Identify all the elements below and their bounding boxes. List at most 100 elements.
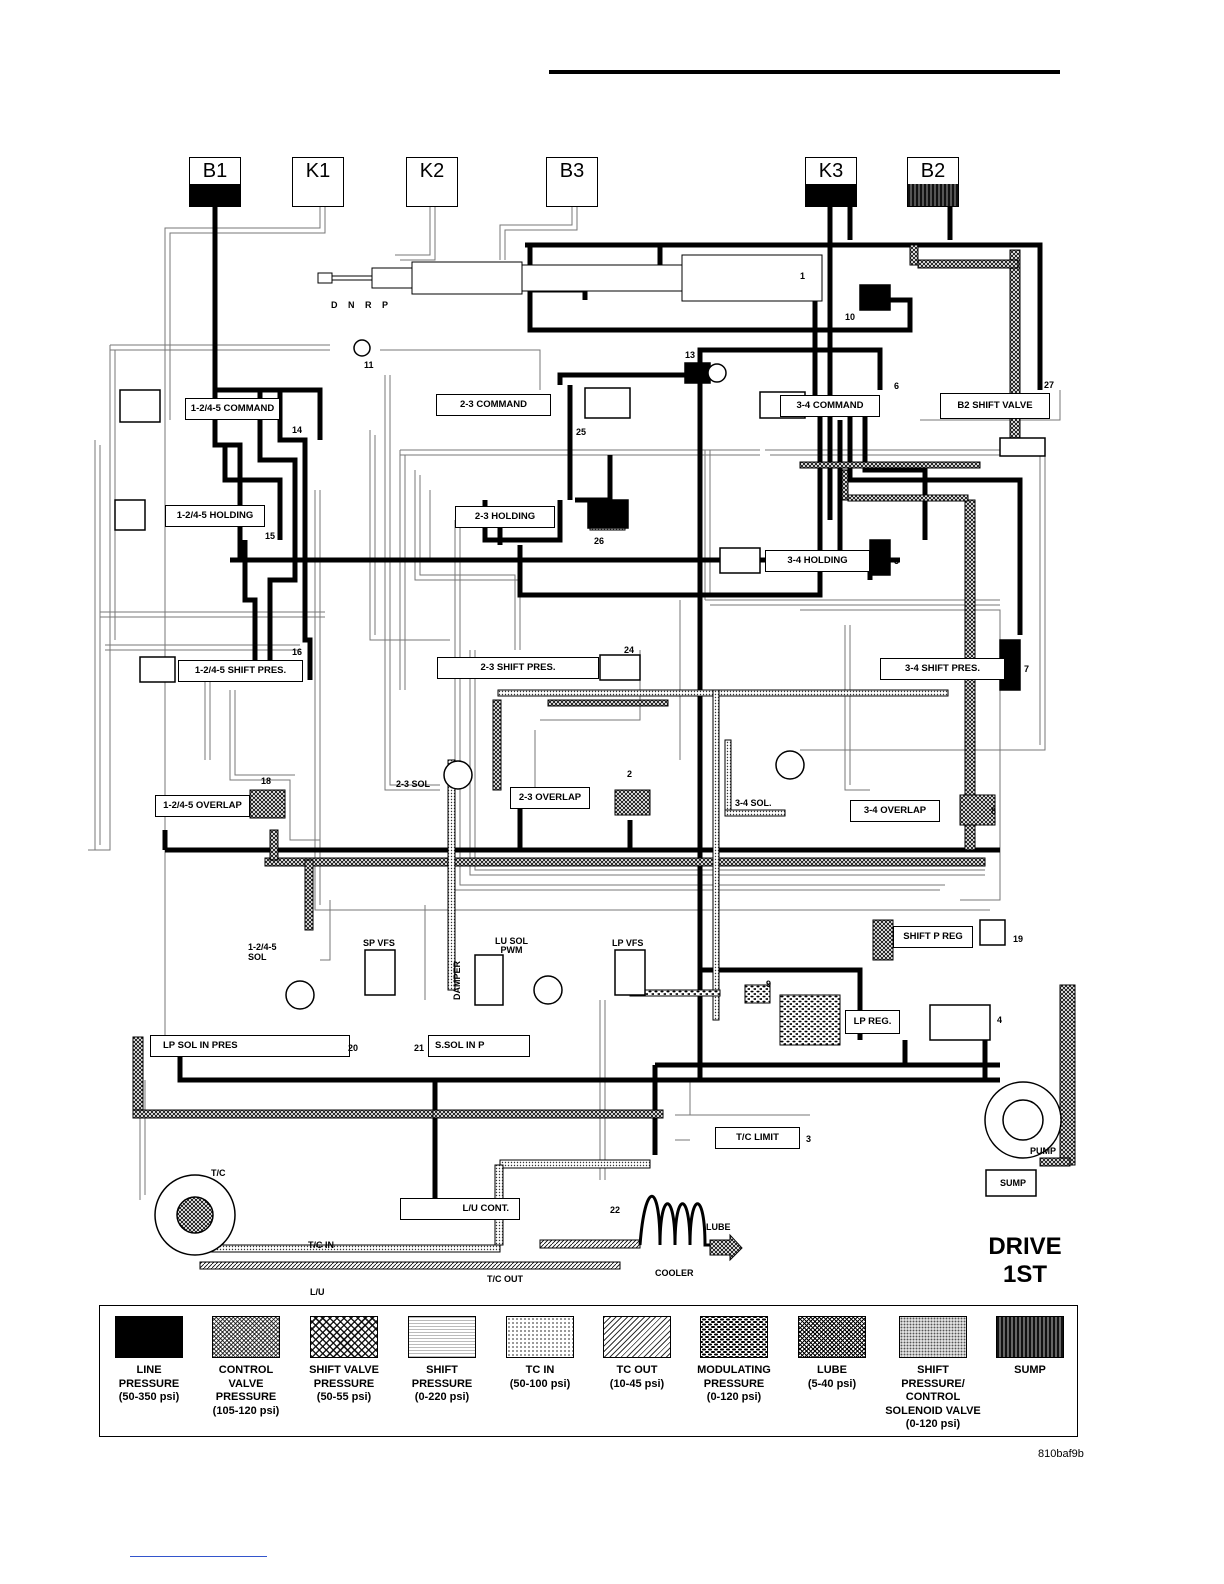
legend-swatch — [115, 1316, 183, 1358]
valve-125-overlap: 1-2/4-5 OVERLAP — [155, 795, 250, 817]
label-tc-out: T/C OUT — [487, 1274, 523, 1284]
legend-item-control: CONTROL VALVE PRESSURE (105-120 psi) — [201, 1316, 291, 1418]
label-23-sol: 2-3 SOL — [396, 779, 431, 789]
ref-number: 3 — [806, 1134, 812, 1144]
ref-number: 1 — [800, 271, 806, 281]
ref-number: 16 — [292, 647, 303, 657]
legend-label: LUBE (5-40 psi) — [807, 1364, 857, 1390]
ref-number: 20 — [348, 1043, 359, 1053]
legend-swatch — [798, 1316, 866, 1358]
label-tc-in: T/C IN — [308, 1240, 334, 1250]
clutch-k1-label: K1 — [305, 160, 331, 182]
mode-title-line2: 1ST — [1002, 1261, 1047, 1288]
label-lu: L/U — [310, 1287, 325, 1297]
valve-34-holding: 3-4 HOLDING — [765, 550, 870, 572]
label-lube: LUBE — [706, 1222, 731, 1232]
valve-lu-cont: L/U CONT. — [400, 1198, 520, 1220]
gear-selector-positions: D N R P — [331, 300, 393, 310]
ref-number: 8 — [991, 806, 997, 816]
clutch-b1-fill — [190, 184, 240, 206]
valve-23-shift-pres: 2-3 SHIFT PRES. — [437, 657, 599, 679]
valve-34-overlap: 3-4 OVERLAP — [850, 800, 940, 822]
valve-tc-limit: T/C LIMIT — [715, 1127, 800, 1149]
label-lp-vfs: LP VFS — [612, 938, 644, 948]
valve-23-overlap: 2-3 OVERLAP — [510, 787, 590, 809]
legend-label: SHIFT VALVE PRESSURE (50-55 psi) — [309, 1364, 379, 1403]
legend-item-sump: SUMP — [985, 1316, 1075, 1378]
legend-label: SHIFT PRESSURE (0-220 psi) — [411, 1364, 473, 1403]
label-34-sol: 3-4 SOL. — [735, 798, 772, 808]
legend-swatch — [212, 1316, 280, 1358]
valve-lp-sol-in-pres: LP SOL IN PRES — [150, 1035, 350, 1057]
ref-number: 15 — [265, 531, 276, 541]
legend-item-shiftvalve: SHIFT VALVE PRESSURE (50-55 psi) — [299, 1316, 389, 1405]
valve-23-command: 2-3 COMMAND — [436, 394, 551, 416]
ref-number: 7 — [1024, 664, 1030, 674]
legend-label: CONTROL VALVE PRESSURE (105-120 psi) — [212, 1364, 280, 1417]
ref-number: 6 — [894, 381, 900, 391]
ref-number: 11 — [364, 360, 374, 370]
hydraulic-circuit — [88, 207, 1076, 1270]
legend-label: LINE PRESSURE (50-350 psi) — [118, 1364, 180, 1403]
valve-lp-reg: LP REG. — [845, 1010, 900, 1034]
clutch-k1: K1 — [292, 157, 344, 207]
legend-label: SHIFT PRESSURE/ CONTROL SOLENOID VALVE (… — [885, 1364, 981, 1430]
valve-shift-p-reg: SHIFT P REG — [893, 926, 973, 948]
ref-number: 13 — [685, 350, 696, 360]
legend-swatch — [408, 1316, 476, 1358]
legend-item-shift: SHIFT PRESSURE (0-220 psi) — [397, 1316, 487, 1405]
label-sump: SUMP — [1000, 1178, 1027, 1188]
pressure-legend: LINE PRESSURE (50-350 psi) CONTROL VALVE… — [99, 1305, 1078, 1437]
legend-item-modulating: MODULATING PRESSURE (0-120 psi) — [689, 1316, 779, 1405]
legend-swatch — [996, 1316, 1064, 1358]
legend-label: TC OUT (10-45 psi) — [609, 1364, 665, 1390]
valve-b2-shift: B2 SHIFT VALVE — [940, 393, 1050, 419]
legend-label: MODULATING PRESSURE (0-120 psi) — [697, 1364, 771, 1403]
header-rule — [549, 70, 1060, 74]
legend-item-shiftsol: SHIFT PRESSURE/ CONTROL SOLENOID VALVE (… — [873, 1316, 993, 1432]
ref-number: 10 — [845, 312, 856, 322]
label-tc: T/C — [211, 1168, 226, 1178]
ref-number: 21 — [414, 1043, 425, 1053]
figure-id: 810baf9b — [1038, 1448, 1084, 1460]
label-sp-vfs: SP VFS — [363, 938, 395, 948]
ref-number: 25 — [576, 427, 587, 437]
clutch-k3-fill — [806, 184, 856, 206]
legend-swatch — [899, 1316, 967, 1358]
bottom-link-underline — [130, 1556, 267, 1557]
valve-34-command: 3-4 COMMAND — [780, 395, 880, 417]
clutch-k2: K2 — [406, 157, 458, 207]
ref-number: 5 — [894, 556, 900, 566]
legend-label: SUMP — [1014, 1364, 1046, 1376]
legend-swatch — [603, 1316, 671, 1358]
ref-number: 2 — [627, 769, 633, 779]
legend-item-tcin: TC IN (50-100 psi) — [495, 1316, 585, 1391]
legend-swatch — [310, 1316, 378, 1358]
valve-s-sol-in-p: S.SOL IN P — [428, 1035, 530, 1057]
clutch-b2-label: B2 — [920, 160, 946, 182]
valve-125-shift-pres: 1-2/4-5 SHIFT PRES. — [178, 660, 303, 682]
legend-swatch — [700, 1316, 768, 1358]
legend-item-tcout: TC OUT (10-45 psi) — [592, 1316, 682, 1391]
ref-number: 14 — [292, 425, 303, 435]
ref-number: 4 — [997, 1015, 1003, 1025]
clutch-b3: B3 — [546, 157, 598, 207]
legend-swatch — [506, 1316, 574, 1358]
label-cooler: COOLER — [655, 1268, 694, 1278]
label-damper: DAMPER — [452, 960, 462, 1000]
clutch-b3-label: B3 — [559, 160, 585, 182]
ref-number: 26 — [594, 536, 605, 546]
ref-number: 24 — [624, 645, 635, 655]
ref-number: 27 — [1044, 380, 1055, 390]
legend-item-line: LINE PRESSURE (50-350 psi) — [104, 1316, 194, 1405]
label-125-sol: 1-2/4-5 SOL — [248, 942, 277, 962]
clutch-b1: B1 — [189, 157, 241, 207]
valve-125-command: 1-2/4-5 COMMAND — [185, 398, 280, 420]
clutch-k3: K3 — [805, 157, 857, 207]
legend-item-lube: LUBE (5-40 psi) — [787, 1316, 877, 1391]
clutch-b2: B2 — [907, 157, 959, 207]
ref-number: 9 — [766, 979, 772, 989]
mode-title: DRIVE 1ST — [975, 1233, 1075, 1289]
mode-title-line1: DRIVE — [988, 1233, 1062, 1260]
ref-number: 22 — [610, 1205, 621, 1215]
